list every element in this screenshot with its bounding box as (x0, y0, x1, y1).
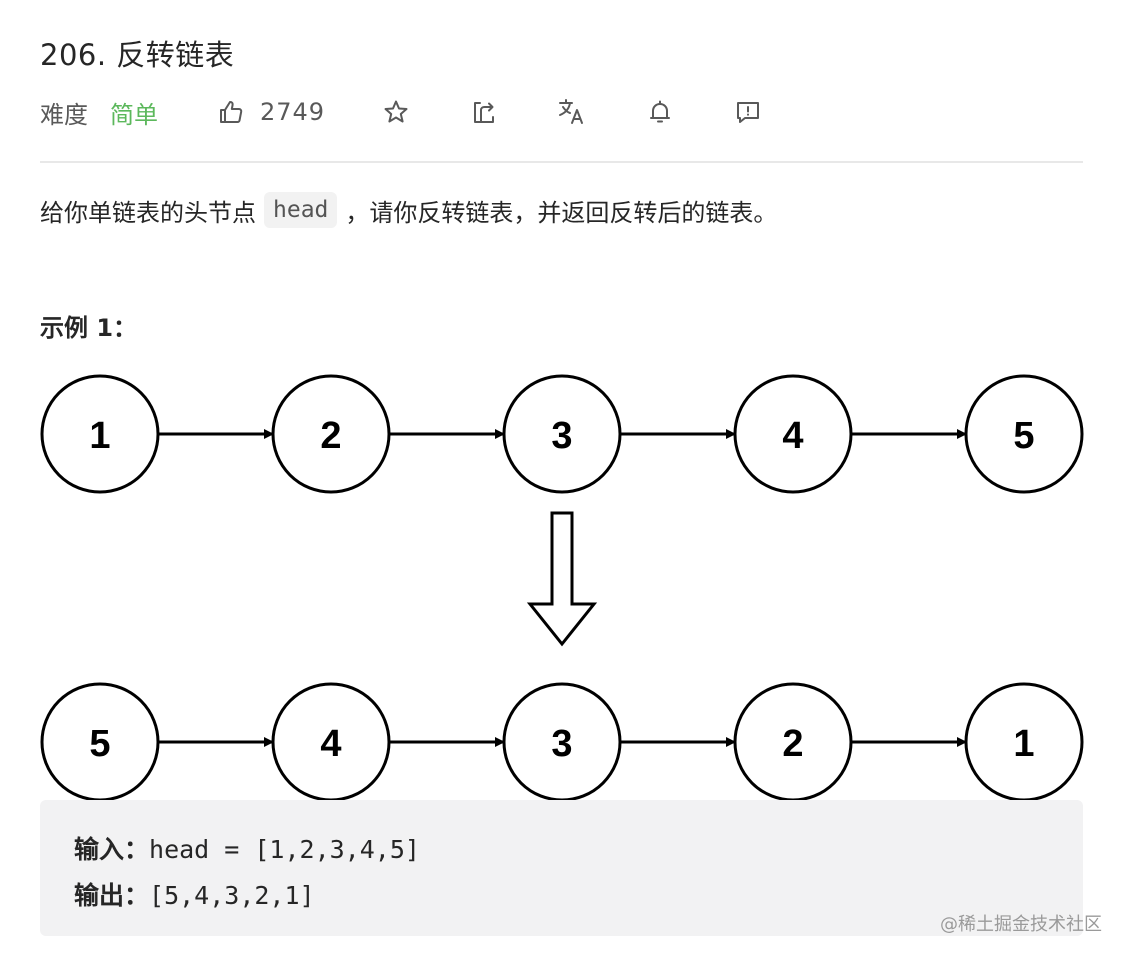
thumbs-up-icon (216, 97, 246, 127)
reverse-down-arrow (526, 511, 598, 647)
input-value: head = [1,2,3,4,5] (149, 835, 420, 864)
inline-code-head: head (264, 192, 338, 228)
bell-icon[interactable] (645, 97, 675, 127)
before-node-value: 4 (782, 415, 803, 457)
divider (40, 161, 1083, 163)
before-node-value: 5 (1013, 415, 1034, 457)
output-line: 输出：[5,4,3,2,1] (74, 876, 315, 912)
after-node-value: 3 (551, 723, 572, 765)
before-node-value: 2 (320, 415, 341, 457)
difficulty-label: 难度 (40, 100, 88, 129)
description-text-before: 给你单链表的头节点 (40, 198, 256, 227)
problem-title: 206. 反转链表 (40, 38, 235, 72)
problem-meta-bar: 难度 简单 2749 (40, 92, 763, 132)
difficulty-badge: 简单 (110, 100, 158, 129)
before-node-value: 1 (89, 415, 110, 457)
before-node-5 (964, 374, 1084, 494)
star-icon[interactable] (381, 97, 411, 127)
before-node-value: 3 (551, 415, 572, 457)
like-button[interactable]: 2749 (216, 97, 325, 127)
like-count: 2749 (260, 98, 326, 126)
input-label: 输入： (74, 835, 150, 864)
share-icon[interactable] (469, 97, 499, 127)
problem-description: 给你单链表的头节点 head ，请你反转链表，并返回反转后的链表。 (40, 192, 777, 228)
after-node-value: 4 (320, 723, 341, 765)
output-label: 输出： (74, 881, 150, 910)
after-node-value: 1 (1013, 723, 1034, 765)
list-before-row: 1 2 3 4 5 (40, 374, 1084, 494)
example-io-block: 输入：head = [1,2,3,4,5] 输出：[5,4,3,2,1] (40, 800, 1083, 936)
feedback-icon[interactable] (733, 97, 763, 127)
list-after-row: 5 4 3 2 1 (40, 682, 1084, 802)
input-line: 输入：head = [1,2,3,4,5] (74, 830, 420, 866)
after-node-value: 2 (782, 723, 803, 765)
after-node-value: 5 (89, 723, 110, 765)
output-value: [5,4,3,2,1] (149, 881, 315, 910)
description-text-after: ，请你反转链表，并返回反转后的链表。 (345, 198, 778, 227)
translate-icon[interactable] (557, 97, 587, 127)
example-title: 示例 1： (40, 314, 138, 342)
watermark: @稀土掘金技术社区 (940, 914, 1102, 935)
